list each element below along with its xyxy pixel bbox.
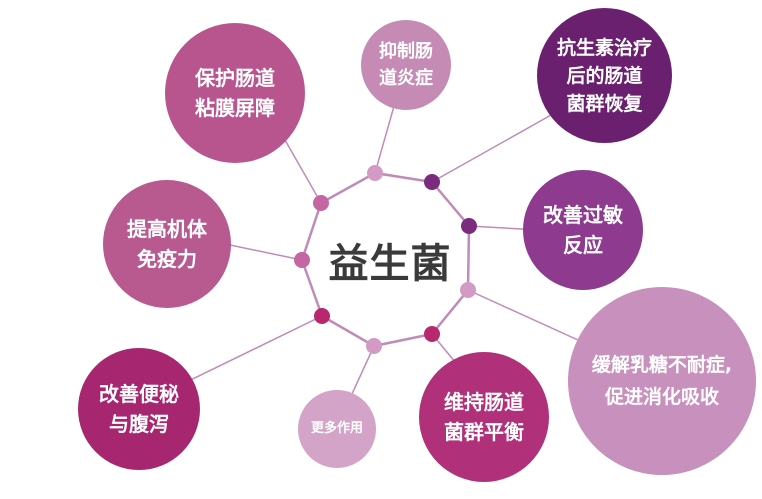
center-label: 益生菌	[328, 241, 452, 287]
bubble-lactose-intolerance: 缓解乳糖不耐症, 促进消化吸收	[568, 287, 756, 475]
bubble-maintain-flora-balance: 维持肠道 菌群平衡	[419, 352, 549, 482]
bubble-label: 维持肠道 菌群平衡	[444, 390, 524, 444]
connector-line	[431, 109, 561, 183]
bubble-label: 更多作用	[310, 421, 363, 436]
bubble-label: 缓解乳糖不耐症, 促进消化吸收	[591, 354, 733, 408]
ring-node	[461, 218, 477, 234]
ring-node	[313, 195, 329, 211]
ring-node	[460, 282, 476, 298]
bubble-constipation-diarrhea: 改善便秘 与腹泻	[78, 348, 200, 470]
bubble-label: 改善过敏 反应	[543, 203, 623, 257]
bubble-protect-intestinal-barrier: 保护肠道 粘膜屏障	[165, 23, 305, 163]
ring-node	[424, 326, 440, 342]
ring-node	[366, 338, 382, 354]
bubble-label: 抑制肠 道炎症	[379, 41, 433, 89]
ring-node	[294, 252, 310, 268]
bubble-improve-allergy: 改善过敏 反应	[523, 170, 643, 290]
connector-line	[284, 139, 322, 204]
ring-node	[367, 165, 383, 181]
bubble-boost-immunity: 提高机体 免疫力	[103, 180, 231, 308]
bubble-label: 抗生素治疗 后的肠道 菌群恢复	[556, 36, 652, 115]
ring-node	[424, 174, 440, 190]
bubble-label: 提高机体 免疫力	[127, 217, 207, 271]
bubble-label: 保护肠道 粘膜屏障	[195, 66, 275, 120]
connector-line	[229, 244, 303, 261]
bubble-more-effects: 更多作用	[298, 390, 376, 468]
center-ring	[300, 171, 471, 348]
bubble-label: 改善便秘 与腹泻	[99, 382, 179, 436]
bubble-antibiotic-recovery: 抗生素治疗 后的肠道 菌群恢复	[537, 8, 672, 143]
ring-node	[314, 308, 330, 324]
bubble-inhibit-inflammation: 抑制肠 道炎症	[361, 20, 451, 110]
connector-line	[169, 315, 323, 391]
